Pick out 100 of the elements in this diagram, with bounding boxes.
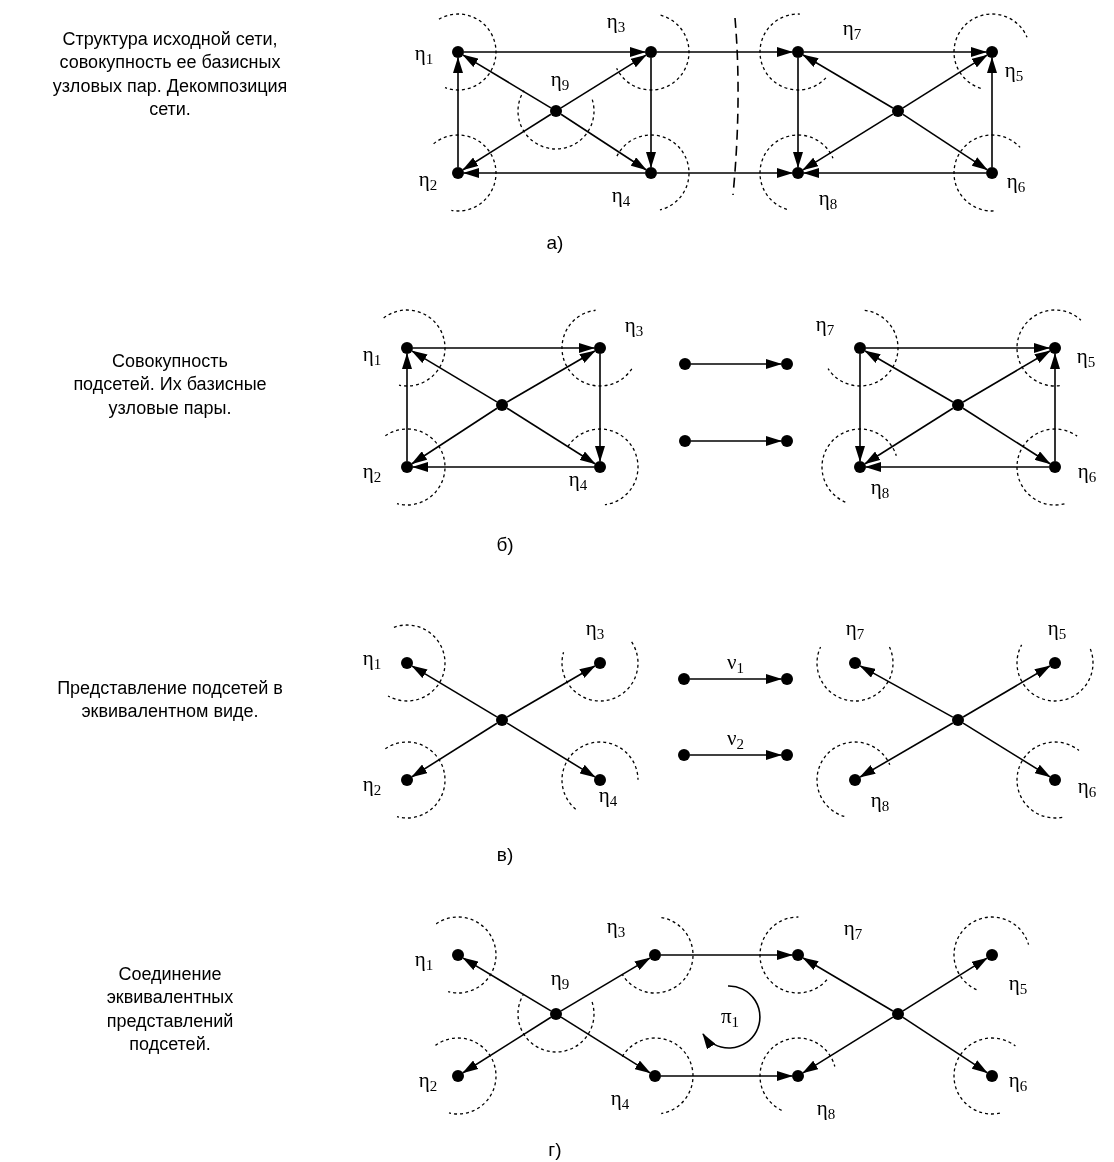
node-label: η$_{2}$ [362,774,382,798]
arrow [560,54,647,109]
arrow [864,350,954,403]
node-label: η$_{1}$ [414,43,434,67]
node-label: η$_{2}$ [418,169,438,193]
arrow [802,54,894,109]
node-dot [550,105,562,117]
node-dot [401,774,413,786]
arrow [962,407,1051,465]
node-dot [1049,342,1061,354]
arrow [987,57,997,168]
arrow [902,54,988,109]
node-label: η$_{1}$ [362,648,382,672]
arrow [962,722,1051,778]
node-label: η$_{6}$ [1077,461,1097,485]
arrow [802,113,894,171]
arrow [560,113,647,171]
arrow [690,436,782,446]
arrow [802,1016,894,1074]
arrow [962,350,1051,403]
node-dot [645,167,657,179]
arrow [560,957,651,1012]
arrow [793,57,803,168]
arrow [962,665,1051,718]
node-dot [792,949,804,961]
arrow [453,57,463,168]
node-dot [986,1070,998,1082]
arrow [412,343,595,353]
node-dot [401,342,413,354]
node-label: η$_{9}$ [550,968,570,992]
arrow [656,47,793,57]
panel-label: б) [496,534,514,556]
step-description: Соединение эквивалентных представлений подсетей. [105,963,235,1057]
arrow [560,1016,651,1074]
node-label: η$_{1}$ [362,344,382,368]
loop-label: π$_{1}$ [720,1006,740,1030]
node-label: η$_{2}$ [418,1070,438,1094]
node-dot [1049,657,1061,669]
arrow [660,1071,793,1081]
node-dot [679,435,691,447]
node-dot [892,1008,904,1020]
node-dot [1049,461,1061,473]
arrow [689,674,782,684]
arrow [865,462,1050,472]
node-label: η$_{8}$ [870,477,890,501]
arrow [412,462,595,472]
node-dot [452,949,464,961]
node-dot [594,461,606,473]
arrow [802,957,894,1012]
node-label: η$_{6}$ [1077,776,1097,800]
node-dot [550,1008,562,1020]
arrow [411,665,498,718]
arrow [411,350,498,403]
arrow [402,353,412,462]
arrow [660,950,793,960]
node-label: η$_{8}$ [818,188,838,212]
arrow [865,343,1050,353]
node-dot [854,342,866,354]
node-label: η$_{6}$ [1008,1070,1028,1094]
node-dot [594,657,606,669]
arrow [646,57,656,168]
arrow [595,353,605,462]
node-dot [781,358,793,370]
arrow [506,722,596,778]
arrow [462,1016,552,1074]
node-label: η$_{8}$ [816,1098,836,1122]
node-label: η$_{7}$ [845,618,865,642]
node-dot [854,461,866,473]
node-dot [594,774,606,786]
node-dot [986,46,998,58]
node-label: η$_{8}$ [870,790,890,814]
node-dot [892,105,904,117]
arrow [411,407,498,465]
arrow [462,957,552,1012]
arrow [864,407,954,465]
panel-label: в) [496,844,514,866]
node-label: η$_{3}$ [624,315,644,339]
node-label: η$_{5}$ [1047,618,1067,642]
arrow [506,407,596,465]
node-label: η$_{4}$ [568,469,588,493]
node-label: η$_{2}$ [362,461,382,485]
node-label: η$_{7}$ [843,918,863,942]
node-dot [678,749,690,761]
step-description: Представление подсетей в эквивалентном виде. [56,676,284,723]
node-dot [649,949,661,961]
node-dot [792,1070,804,1082]
node-dot [679,358,691,370]
arrow [902,113,988,171]
arrow [803,47,987,57]
arrow [463,168,646,178]
node-dot [452,1070,464,1082]
arrow [506,665,596,718]
panel-label: г) [548,1139,562,1161]
arrow [855,353,865,462]
arrow [656,168,793,178]
arrow [506,350,596,403]
node-dot [952,714,964,726]
step-description: Структура исходной сети, совокупность ее базисных узловых пар. Декомпозиция сети. [51,28,289,122]
node-dot [849,774,861,786]
panel-label: а) [546,232,564,254]
